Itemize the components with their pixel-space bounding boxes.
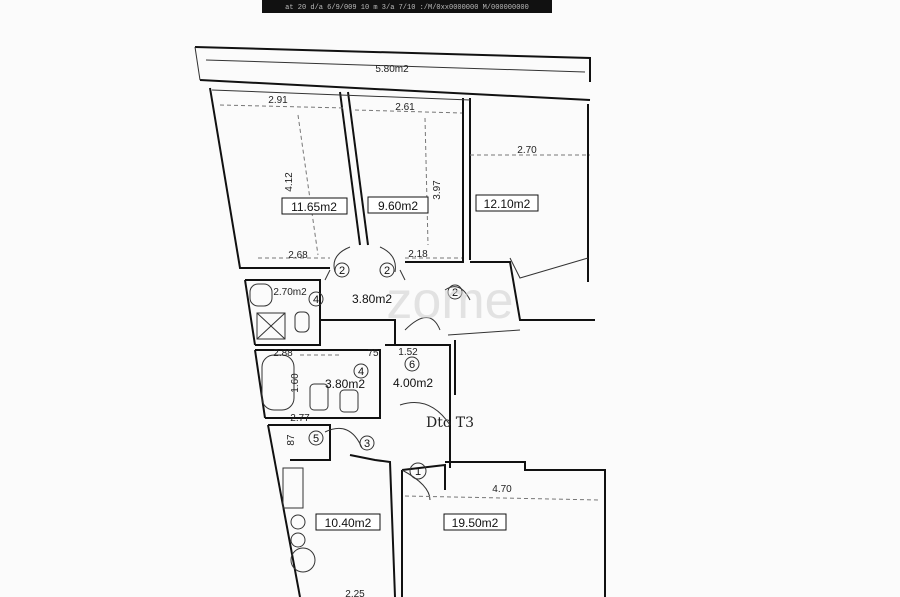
circled-number: 1 — [415, 466, 421, 478]
room-b-area: 9.60m2 — [378, 199, 418, 213]
kitchen-area: 10.40m2 — [325, 516, 372, 530]
hall-dim-label: 1.52 — [398, 347, 418, 358]
small-dim-label: 2.77 — [290, 413, 310, 424]
circled-number: 4 — [313, 294, 319, 306]
room-a-bottom-label: 2.68 — [288, 250, 308, 261]
circled-number: 6 — [409, 359, 415, 371]
hall-dim2-label: 75 — [367, 348, 379, 359]
balcony-area-label: 5.80m2 — [375, 64, 409, 75]
room-b-depth-label: 3.97 — [432, 180, 443, 200]
hall: 1.52 4.00m2 Dto T3 — [385, 340, 474, 468]
room-b-width-label: 2.61 — [395, 102, 415, 113]
room-a-area: 11.65m2 — [291, 200, 337, 214]
circled-number: 2 — [384, 265, 390, 277]
bedroom-rooms: 2.91 2.61 2.70 4.12 3.97 2.68 2.18 11.65… — [209, 87, 595, 321]
main-bathroom: 2.88 1.60 3.80m2 75 — [254, 348, 381, 419]
room-b-bottom-label: 2.18 — [408, 249, 428, 260]
header-strip — [262, 0, 552, 13]
unit-label: Dto T3 — [426, 415, 474, 431]
middle-zone: 2.70m2 3.80m2 — [244, 246, 521, 346]
room-a-depth-label: 4.12 — [284, 172, 295, 192]
corridor-area: 3.80m2 — [352, 292, 392, 306]
watermark: zome — [386, 272, 513, 330]
room-c-width-label: 2.70 — [517, 145, 537, 156]
room-a-width-label: 2.91 — [268, 95, 288, 106]
balcony-strip: 5.80m2 — [194, 46, 591, 101]
living-area: 19.50m2 — [452, 516, 499, 530]
kitchen-bottom-label: 2.25 — [345, 589, 365, 597]
header-strip-text: at 20 d/a 6/9/009 10 m 3/a 7/10 :/M/0xx0… — [285, 4, 529, 12]
circled-number: 5 — [313, 433, 319, 445]
wc-depth-label: 1.60 — [290, 373, 301, 393]
lower-rooms: 2.77 87 4.70 2.25 10.40m2 19.50m2 — [267, 413, 606, 597]
circled-number: 2 — [452, 287, 458, 299]
wc-width-label: 2.88 — [273, 348, 293, 359]
bath-small-area: 2.70m2 — [273, 287, 307, 298]
room-c-area: 12.10m2 — [484, 197, 531, 211]
bath-main-area: 3.80m2 — [325, 377, 365, 391]
hall-area: 4.00m2 — [393, 376, 433, 390]
circled-number: 4 — [358, 366, 364, 378]
circled-number: 2 — [339, 265, 345, 277]
circled-numbers: 2 2 2 4 4 5 6 3 1 — [308, 262, 463, 480]
side-dim-label: 87 — [286, 434, 297, 446]
living-width-label: 4.70 — [492, 484, 512, 495]
circled-number: 3 — [364, 438, 370, 450]
